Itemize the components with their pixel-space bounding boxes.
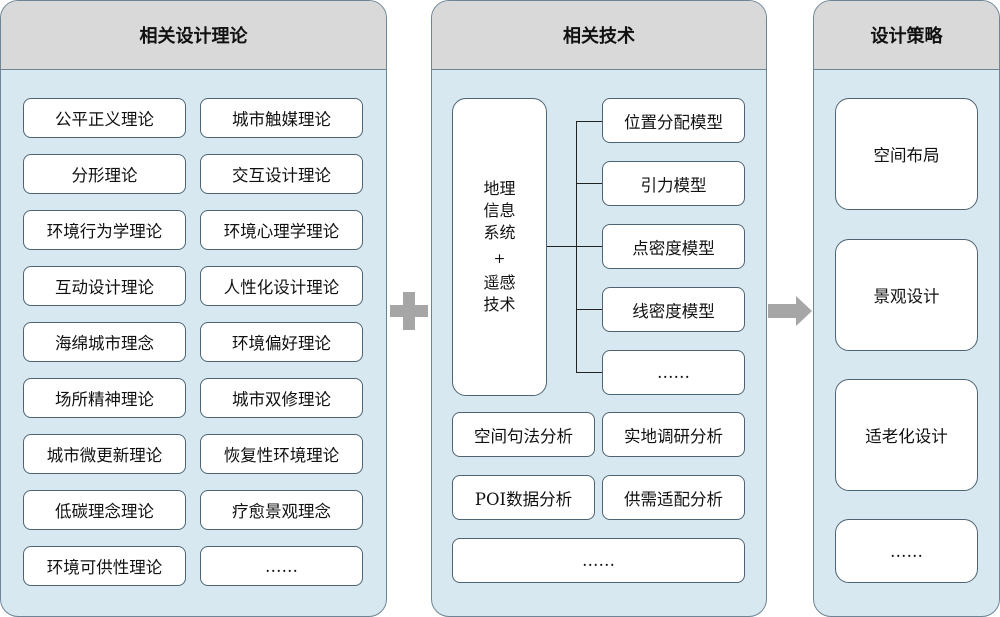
theory-item: 环境可供性理论 — [23, 546, 186, 586]
connector-line — [576, 246, 602, 248]
strategy-item: …… — [835, 519, 978, 583]
connector-line — [576, 183, 602, 185]
connector-line — [547, 246, 576, 248]
gis-line: 系统 — [483, 223, 516, 242]
theory-item: 环境心理学理论 — [200, 210, 363, 250]
theory-item: 分形理论 — [23, 154, 186, 194]
gis-plus: + — [493, 251, 506, 267]
theory-item: 人性化设计理论 — [200, 266, 363, 306]
theory-item: 环境行为学理论 — [23, 210, 186, 250]
analysis-item: 实地调研分析 — [602, 412, 745, 457]
theory-panel-title: 相关设计理论 — [1, 1, 386, 70]
theory-item: 互动设计理论 — [23, 266, 186, 306]
gis-rs-box: 地理 信息 系统 + 遥感 技术 — [452, 98, 547, 396]
gis-line: 地理 — [483, 179, 516, 198]
theory-item: 城市微更新理论 — [23, 434, 186, 474]
theory-item: 环境偏好理论 — [200, 322, 363, 362]
tech-panel-title: 相关技术 — [432, 1, 766, 70]
strategy-panel: 设计策略 空间布局 景观设计 适老化设计 …… — [813, 0, 1000, 617]
theory-item: 低碳理念理论 — [23, 490, 186, 530]
theory-item: 公平正义理论 — [23, 98, 186, 138]
strategy-item: 景观设计 — [835, 239, 978, 351]
analysis-item: 空间句法分析 — [452, 412, 595, 457]
right-arrow-icon — [768, 296, 812, 326]
analysis-item: POI数据分析 — [452, 475, 595, 520]
gis-line: 技术 — [483, 295, 516, 314]
theory-item: 海绵城市理念 — [23, 322, 186, 362]
model-item: 线密度模型 — [602, 287, 745, 332]
strategy-item: 适老化设计 — [835, 379, 978, 491]
connector-line — [576, 372, 602, 374]
model-item: 引力模型 — [602, 161, 745, 206]
theory-item: 交互设计理论 — [200, 154, 363, 194]
model-item: …… — [602, 350, 745, 395]
tech-panel: 相关技术 地理 信息 系统 + 遥感 技术 位置分配模型 引力模型 点密度模型 … — [431, 0, 767, 617]
tech-more-item: …… — [452, 538, 745, 583]
theory-panel: 相关设计理论 公平正义理论 城市触媒理论 分形理论 交互设计理论 环境行为学理论… — [0, 0, 387, 617]
theory-item: 场所精神理论 — [23, 378, 186, 418]
theory-item: 城市双修理论 — [200, 378, 363, 418]
connector-line — [576, 309, 602, 311]
connector-line — [576, 121, 602, 123]
analysis-item: 供需适配分析 — [602, 475, 745, 520]
theory-item: 恢复性环境理论 — [200, 434, 363, 474]
strategy-item: 空间布局 — [835, 98, 978, 210]
model-item: 位置分配模型 — [602, 98, 745, 143]
theory-item: 城市触媒理论 — [200, 98, 363, 138]
plus-icon — [390, 292, 428, 330]
gis-line: 遥感 — [483, 273, 516, 292]
strategy-panel-title: 设计策略 — [814, 1, 999, 70]
model-item: 点密度模型 — [602, 224, 745, 269]
theory-item: …… — [200, 546, 363, 586]
gis-line: 信息 — [483, 201, 516, 220]
theory-item: 疗愈景观理念 — [200, 490, 363, 530]
